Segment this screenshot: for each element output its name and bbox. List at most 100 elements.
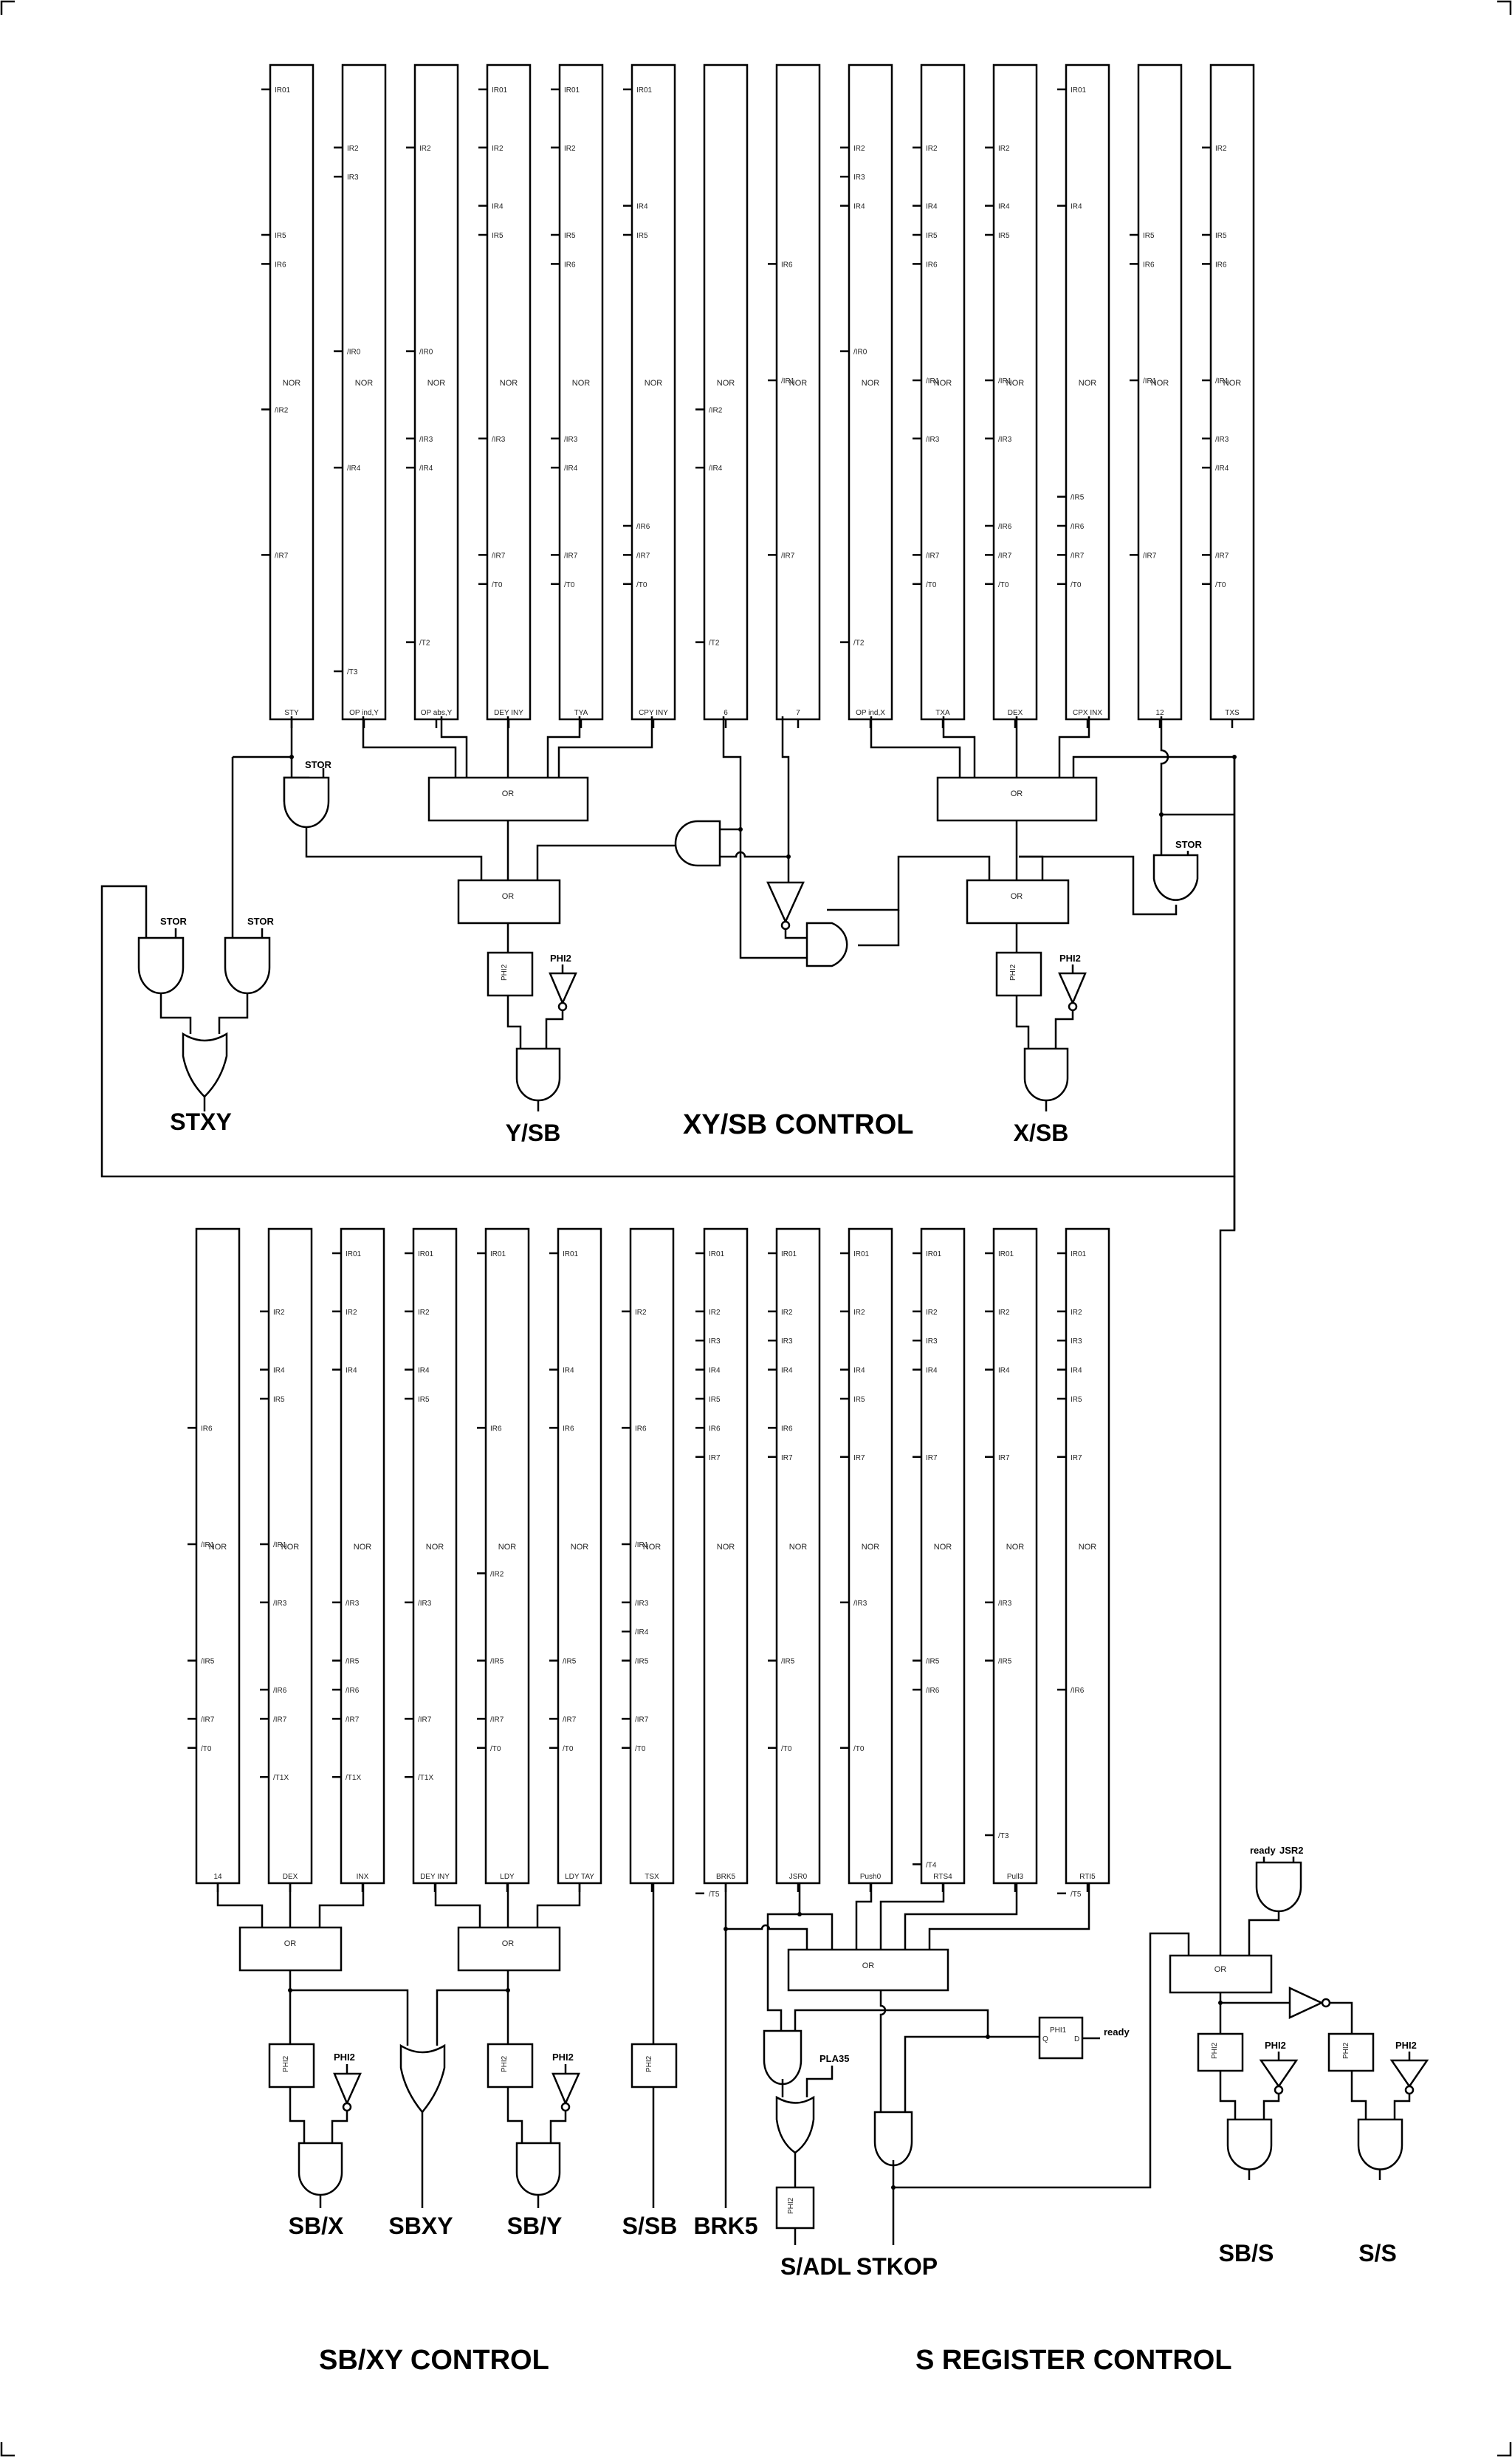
pin-label: /T2	[709, 640, 720, 648]
column-output-label: OP ind,Y	[349, 709, 379, 717]
or-label: OR	[1011, 789, 1023, 798]
pin-label: IR5	[1143, 232, 1155, 240]
phi2-label: PHI2	[1395, 2040, 1417, 2051]
latch-clock-label: PHI2	[501, 2055, 509, 2072]
latch-x	[995, 951, 1042, 997]
and-gate-ss	[1357, 2118, 1403, 2170]
pin-label: /IR1	[926, 377, 940, 385]
column-output-label: DEY INY	[494, 709, 523, 717]
nor-label: NOR	[426, 1543, 444, 1552]
nor-label: NOR	[789, 1543, 808, 1552]
inverter-phi2	[333, 2072, 362, 2106]
nor-label: NOR	[1079, 379, 1097, 388]
pin-label: IR4	[1071, 1367, 1082, 1375]
pin-label: IR2	[418, 1309, 430, 1317]
pin-label: /IR6	[636, 523, 650, 531]
column-output-label: BRK5	[716, 1873, 736, 1881]
latch-q-label: Q	[1042, 2035, 1048, 2043]
pin-label: IR3	[1071, 1337, 1082, 1346]
nor-box	[630, 64, 676, 721]
latch-d-label: D	[1074, 2035, 1079, 2043]
pin-label: IR4	[853, 203, 865, 211]
column-output-label: TSX	[645, 1873, 659, 1881]
pin-label: /IR6	[926, 1687, 940, 1695]
and-gate-12-stor	[1152, 854, 1199, 901]
nor-label: NOR	[283, 379, 301, 388]
pin-label: IR6	[490, 1425, 502, 1433]
nor-box	[848, 64, 893, 721]
nor-label: NOR	[354, 1543, 372, 1552]
nor-label: NOR	[427, 379, 446, 388]
nor-box	[848, 1227, 893, 1885]
pin-label: IR7	[926, 1454, 938, 1462]
pin-label: IR6	[275, 261, 286, 269]
sb-xy-title: SB/XY CONTROL	[319, 2345, 549, 2376]
pin-label: IR01	[998, 1250, 1014, 1258]
column-output-label: Push0	[860, 1873, 882, 1881]
pin-label: IR01	[564, 86, 580, 95]
latch-sbs	[1197, 2032, 1244, 2072]
inverter-phi2	[1389, 2059, 1429, 2088]
phi2-label: PHI2	[550, 953, 571, 964]
pin-label: /IR1	[781, 377, 795, 385]
pin-label: /IR1	[1143, 377, 1157, 385]
column-output-label: STY	[284, 709, 299, 717]
pin-label: /IR5	[563, 1658, 577, 1666]
pin-label: IR4	[853, 1367, 865, 1375]
pin-label: /IR4	[1215, 465, 1229, 473]
pin-label: /IR0	[419, 349, 433, 357]
pin-label: IR5	[1215, 232, 1227, 240]
pin-label: /IR4	[419, 465, 433, 473]
nor-label: NOR	[1006, 1543, 1025, 1552]
pin-label: IR4	[1071, 203, 1082, 211]
or-gate-sreg	[1169, 1954, 1273, 1994]
pin-label: IR4	[781, 1367, 793, 1375]
pin-label: IR3	[781, 1337, 793, 1346]
column-output-label: RTS4	[933, 1873, 952, 1881]
pin-label: /IR3	[998, 1600, 1012, 1608]
pin-label: IR4	[492, 203, 504, 211]
latch-sbx	[268, 2043, 315, 2088]
or-gate-sbx	[238, 1926, 343, 1972]
pin-label: /T0	[563, 1745, 574, 1753]
pin-label: IR6	[926, 261, 938, 269]
column-output-label: Pull3	[1007, 1873, 1024, 1881]
pin-label: /T2	[419, 640, 430, 648]
sb-xy-logic: OR OR PHI2 PHI2 SB/X SBXY PHI2 PHI2 SB	[216, 1883, 677, 2376]
pin-label: /IR3	[419, 436, 433, 444]
nor-box	[195, 1227, 241, 1885]
stor-label: STOR	[247, 916, 274, 927]
latch-sadl	[775, 2186, 815, 2230]
or-gate-x1	[936, 776, 1098, 822]
pin-label: /IR5	[346, 1658, 360, 1666]
column-output-label: 12	[1155, 709, 1164, 717]
latch-clock-label: PHI2	[1211, 2042, 1219, 2059]
nor-label: NOR	[281, 1543, 300, 1552]
pin-label: /IR5	[781, 1658, 795, 1666]
pin-label: /IR1	[273, 1541, 287, 1549]
pin-label: IR5	[273, 1396, 285, 1404]
pin-label: /IR2	[275, 406, 289, 414]
nor-box	[1209, 64, 1255, 721]
pin-label: IR2	[998, 145, 1010, 153]
pin-label: /T0	[201, 1745, 212, 1753]
nor-label: NOR	[862, 379, 880, 388]
pin-label: IR01	[709, 1250, 725, 1258]
pin-label: /IR5	[635, 1658, 649, 1666]
pin-label: IR2	[1071, 1309, 1082, 1317]
nor-box	[992, 64, 1038, 721]
pin-label: IR7	[781, 1454, 793, 1462]
pin-label: IR01	[1071, 86, 1087, 95]
nor-label: NOR	[1006, 379, 1025, 388]
pin-label: /IR7	[1143, 552, 1157, 560]
stor-label: STOR	[305, 759, 331, 770]
column-output-label: RTI5	[1079, 1873, 1096, 1881]
